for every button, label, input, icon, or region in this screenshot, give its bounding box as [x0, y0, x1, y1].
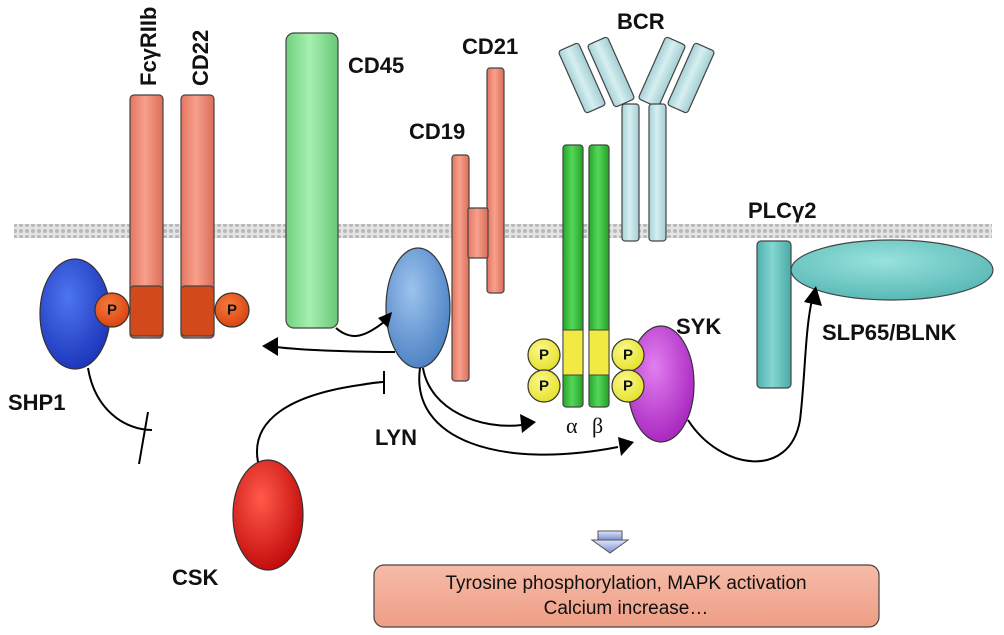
label-slp65-blnk: SLP65/BLNK [822, 320, 957, 345]
phospho-site-cd22: P [214, 292, 250, 328]
phospho-site-alpha-2: P [527, 369, 561, 403]
label-shp1: SHP1 [8, 390, 65, 415]
output-line-1: Tyrosine phosphorylation, MAPK activatio… [445, 573, 806, 594]
lyn-kinase [385, 247, 451, 369]
cd45-receptor [285, 32, 339, 329]
bcr-receptor [558, 36, 715, 242]
label-lyn: LYN [375, 425, 417, 450]
label-beta: β [592, 413, 603, 438]
svg-text:P: P [107, 302, 117, 319]
label-plcg2: PLCγ2 [748, 198, 816, 223]
label-alpha: α [566, 413, 578, 438]
label-cd21: CD21 [462, 34, 518, 59]
label-syk: SYK [676, 314, 721, 339]
cd22-receptor [180, 94, 215, 339]
interaction-arrows [87, 286, 822, 465]
svg-text:P: P [623, 347, 633, 364]
label-cd45: CD45 [348, 53, 404, 78]
label-csk: CSK [172, 565, 219, 590]
svg-text:P: P [623, 378, 633, 395]
svg-text:P: P [227, 302, 237, 319]
csk-kinase [232, 459, 304, 571]
plcg2-enzyme [756, 240, 792, 389]
svg-text:P: P [539, 378, 549, 395]
label-cd22: CD22 [188, 30, 213, 86]
output-line-2: Calcium increase… [544, 598, 709, 619]
label-bcr: BCR [617, 9, 665, 34]
phospho-site-beta-2: P [611, 369, 645, 403]
output-box: Tyrosine phosphorylation, MAPK activatio… [373, 564, 880, 628]
svg-text:P: P [539, 347, 549, 364]
phospho-site-alpha-1: P [527, 338, 561, 372]
fcgriib-receptor [129, 94, 164, 339]
down-arrow-icon [590, 530, 630, 554]
ig-alpha-beta-chains [562, 144, 610, 408]
phospho-site-fcgriib: P [94, 292, 130, 328]
label-cd19: CD19 [409, 119, 465, 144]
label-fcgriib: FcγRIIb [136, 7, 161, 86]
cd19-cd21-complex [451, 67, 505, 382]
phospho-site-beta-1: P [611, 338, 645, 372]
slp65-blnk-adaptor [790, 239, 994, 301]
